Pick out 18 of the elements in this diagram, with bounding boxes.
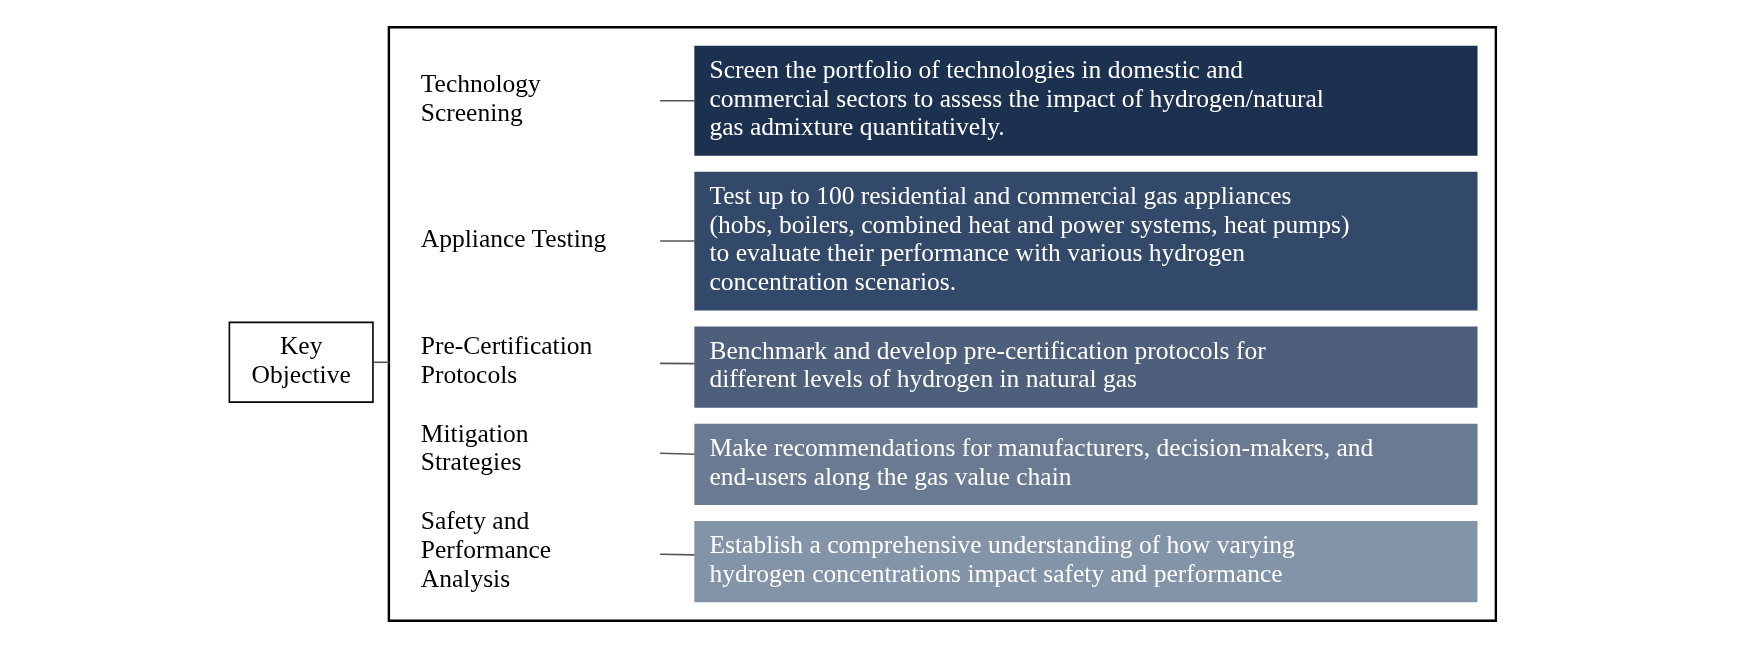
connector bbox=[658, 553, 695, 556]
node-box: Key Objective bbox=[228, 321, 374, 403]
node-text: Technology Screening bbox=[420, 69, 541, 128]
node-box: Make recommendations for manufacturers, decision-makers, and end-users along the gas value chain bbox=[693, 423, 1477, 506]
connector bbox=[658, 99, 695, 102]
node-text: Mitigation Strategies bbox=[420, 418, 529, 477]
node-text: Safety and Performance Analysis bbox=[420, 506, 551, 593]
cluster bbox=[387, 26, 1497, 622]
connector bbox=[658, 362, 695, 365]
node-text: Appliance Testing bbox=[420, 224, 606, 254]
node-text: Pre-Certification Protocols bbox=[420, 330, 592, 389]
node-box: Test up to 100 residential and commercial gas appliances (hobs, boilers, combined heat and power systems, heat pumps) to evaluate their performance with various hydrogen concentration scenarios. bbox=[693, 171, 1477, 311]
connector bbox=[658, 240, 695, 242]
connector bbox=[658, 452, 695, 455]
connector bbox=[372, 361, 390, 364]
node-box: Screen the portfolio of technologies in domestic and commercial sectors to assess the impact of hydrogen/natural gas admixture quantitatively. bbox=[693, 45, 1477, 156]
node-box: Benchmark and develop pre-certification protocols for different levels of hydrogen in natural gas bbox=[693, 326, 1477, 408]
node-box: Establish a comprehensive understanding of how varying hydrogen concentrations impact safety and performance bbox=[693, 521, 1477, 603]
